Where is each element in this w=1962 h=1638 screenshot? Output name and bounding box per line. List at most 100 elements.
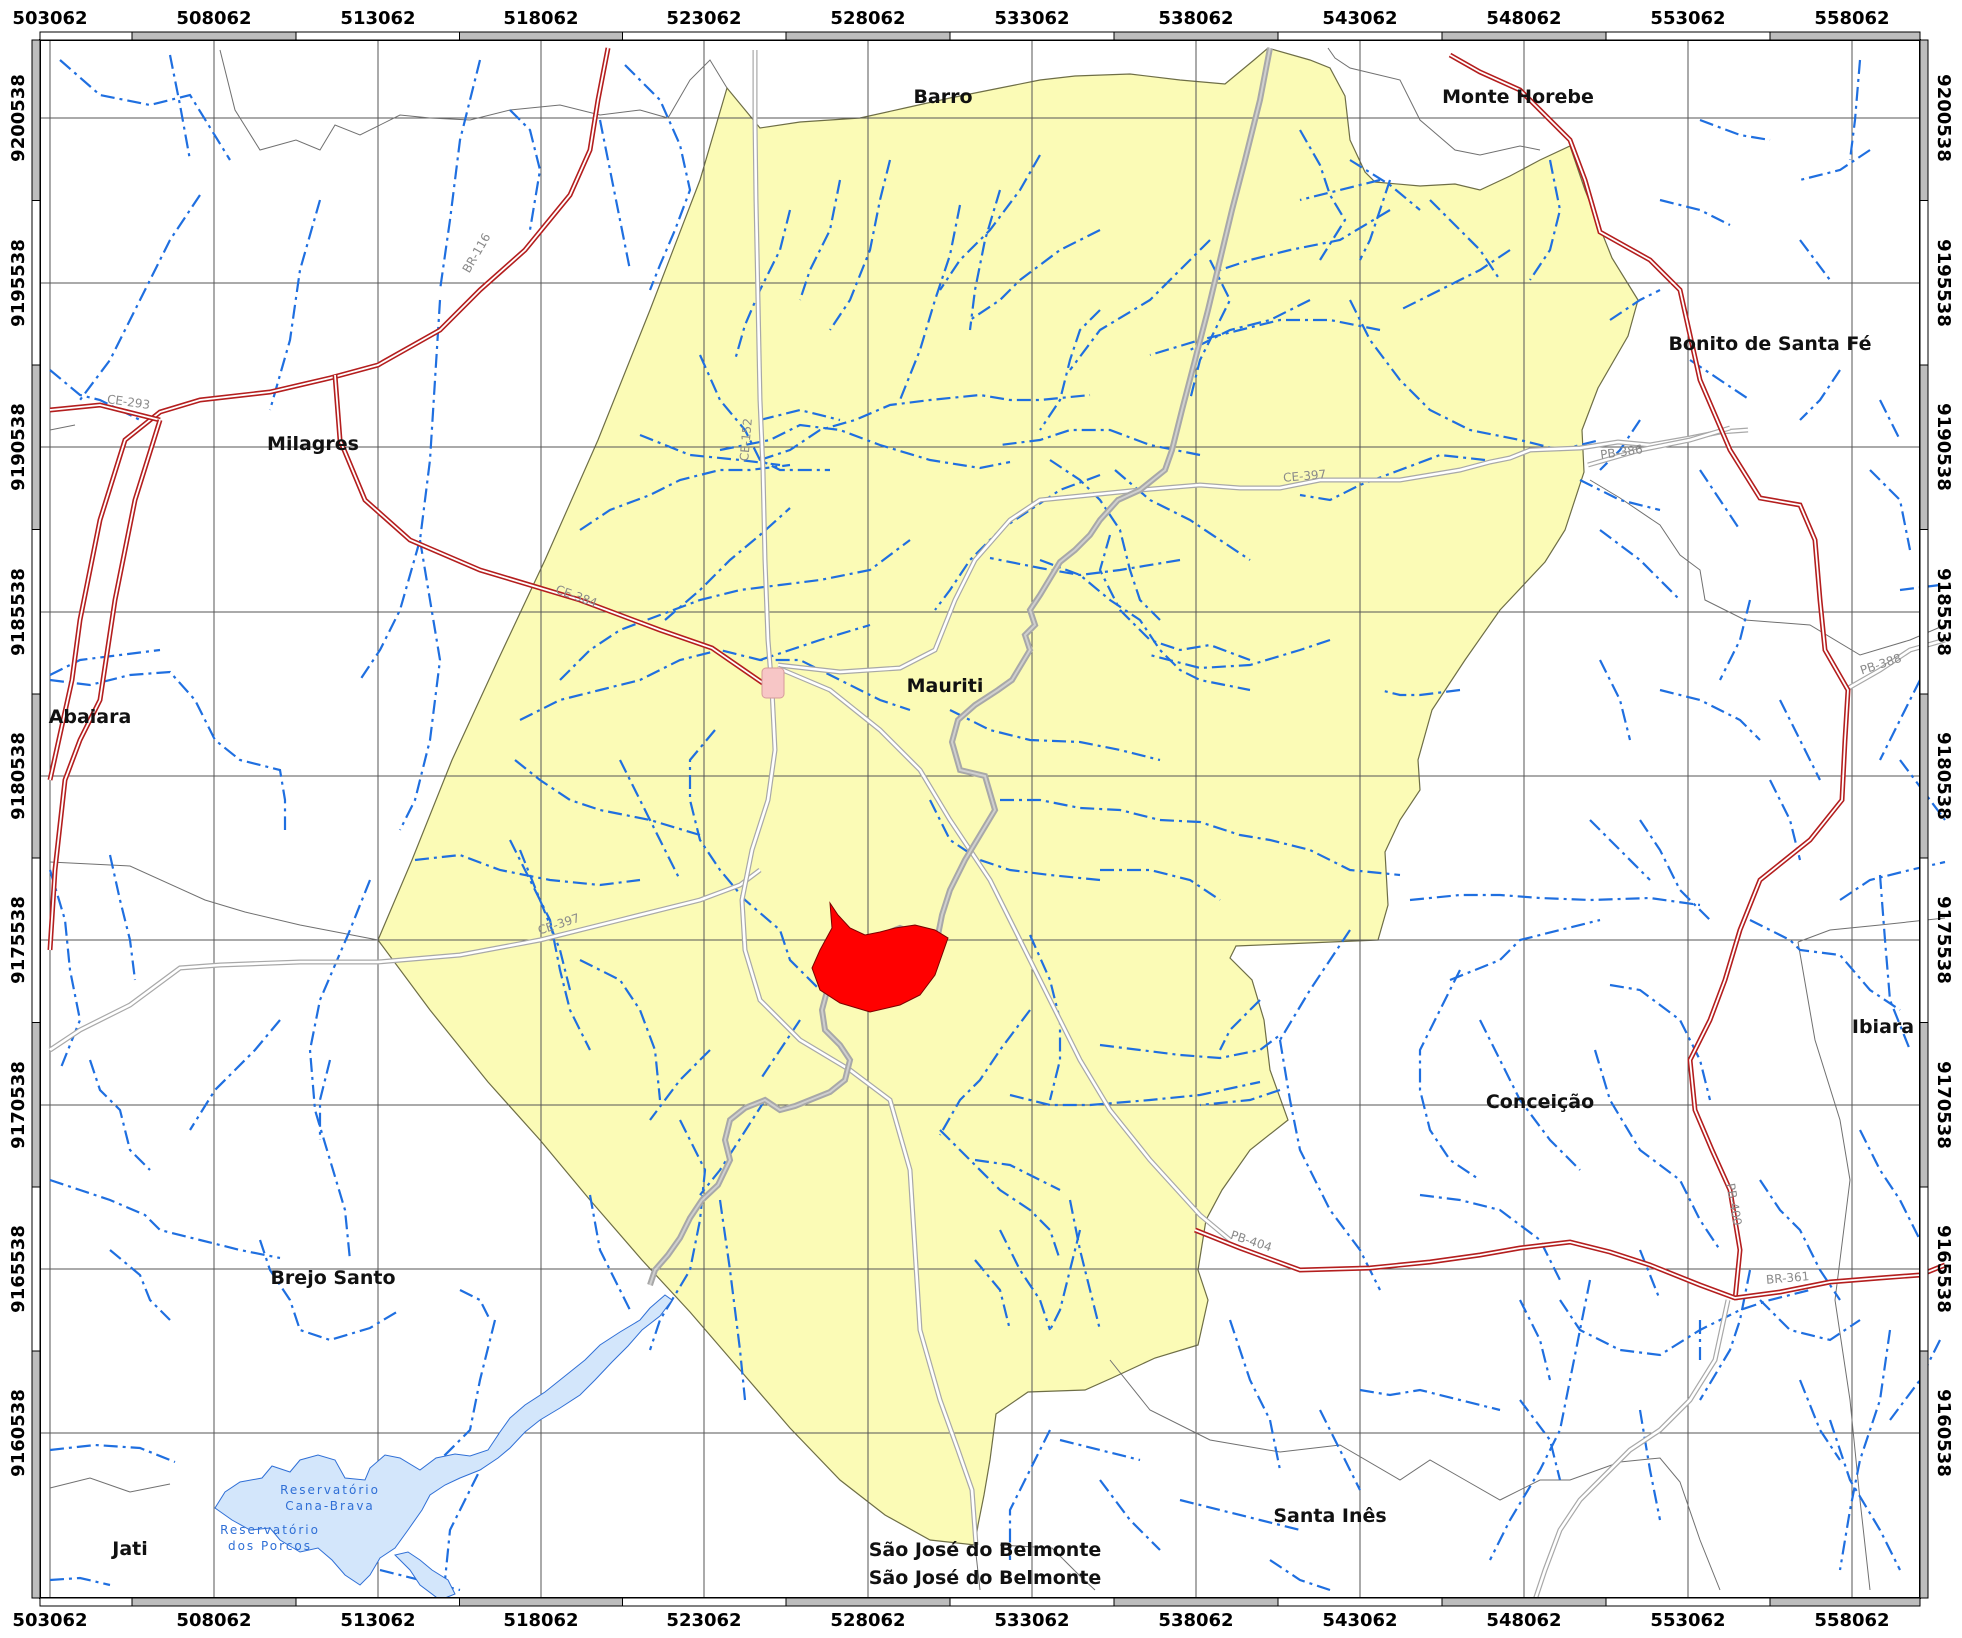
frame-segment-top	[949, 31, 1115, 41]
y-tick-label-left: 9185538	[8, 568, 29, 656]
frame-segment-bottom	[1277, 1597, 1443, 1607]
y-tick-label-right: 9160538	[1933, 1389, 1954, 1477]
frame-segment-right	[1919, 529, 1929, 695]
y-tick-label-left: 9195538	[8, 239, 29, 327]
y-tick-label-left: 9180538	[8, 732, 29, 820]
x-tick-label-bottom: 503062	[12, 1610, 87, 1631]
y-tick-label-left: 9175538	[8, 896, 29, 984]
map-frame	[31, 31, 1929, 1607]
frame-segment-right	[1919, 364, 1929, 530]
y-tick-label-left: 9160538	[8, 1389, 29, 1477]
y-tick-label-left: 9190538	[8, 403, 29, 491]
reservoir-porcos-shape[interactable]	[394, 1551, 456, 1601]
x-tick-label-top: 553062	[1650, 8, 1725, 29]
reservoir-label-cana-brava: Cana-Brava	[285, 1499, 375, 1513]
place-label-jati[interactable]: Jati	[110, 1538, 148, 1560]
frame-segment-bottom	[1605, 1597, 1771, 1607]
y-tick-label-right: 9175538	[1933, 896, 1954, 984]
y-tick-label-left: 9170538	[8, 1061, 29, 1149]
y-tick-label-right: 9165538	[1933, 1225, 1954, 1313]
frame-segment-top	[1605, 31, 1771, 41]
place-label-sao-jose-2[interactable]: São José do Belmonte	[869, 1567, 1102, 1589]
x-tick-label-top: 518062	[503, 8, 578, 29]
x-tick-label-top: 523062	[666, 8, 741, 29]
x-tick-label-bottom: 508062	[176, 1610, 251, 1631]
place-label-barro[interactable]: Barro	[913, 86, 972, 108]
place-label-abaiara[interactable]: Abaiara	[49, 706, 132, 728]
urban-area-mauriti[interactable]	[811, 901, 949, 1013]
x-tick-label-top: 558062	[1814, 8, 1889, 29]
coordinate-labels: 503062 503062 508062 508062 513062 513062 5180…	[8, 8, 1954, 1631]
frame-segment-left	[31, 693, 41, 859]
place-label-conceicao[interactable]: Conceição	[1486, 1091, 1594, 1113]
road-label-pb386: PB-386	[1599, 442, 1643, 462]
y-tick-label-right: 9190538	[1933, 403, 1954, 491]
frame-segment-bottom	[39, 1597, 133, 1607]
reservoir-label-cana-brava: Reservatório	[280, 1483, 380, 1497]
x-tick-label-top: 543062	[1322, 8, 1397, 29]
x-tick-label-bottom: 538062	[1158, 1610, 1233, 1631]
main-highways	[47, 47, 1946, 1301]
frame-segment-top	[1441, 31, 1607, 41]
frame-segment-bottom	[622, 1597, 787, 1607]
frame-segment-right	[1919, 1186, 1929, 1352]
frame-segment-left	[31, 1022, 41, 1188]
x-tick-label-bottom: 528062	[830, 1610, 905, 1631]
x-tick-label-bottom: 533062	[994, 1610, 1069, 1631]
x-tick-label-bottom: 518062	[503, 1610, 578, 1631]
y-tick-label-right: 9180538	[1933, 732, 1954, 820]
frame-segment-left	[31, 364, 41, 530]
x-tick-label-bottom: 548062	[1486, 1610, 1561, 1631]
place-label-santa-ines[interactable]: Santa Inês	[1273, 1505, 1386, 1527]
y-tick-label-left: 9165538	[8, 1225, 29, 1313]
frame-segment-top	[785, 31, 951, 41]
frame-segment-top	[622, 31, 787, 41]
place-label-bonito-de-santa-fe[interactable]: Bonito de Santa Fé	[1668, 333, 1871, 355]
x-tick-label-top: 508062	[176, 8, 251, 29]
frame-segment-left	[31, 39, 41, 201]
x-tick-label-top: 538062	[1158, 8, 1233, 29]
frame-segment-bottom	[459, 1597, 623, 1607]
x-tick-label-bottom: 513062	[340, 1610, 415, 1631]
place-label-brejo-santo[interactable]: Brejo Santo	[270, 1267, 395, 1289]
drainage-network	[48, 54, 1946, 1592]
place-label-ibiara[interactable]: Ibiara	[1852, 1016, 1914, 1038]
frame-segment-top	[131, 31, 297, 41]
x-tick-label-top: 503062	[12, 8, 87, 29]
frame-segment-top	[1113, 31, 1279, 41]
y-tick-label-right: 9200538	[1933, 74, 1954, 162]
frame-segment-bottom	[1441, 1597, 1607, 1607]
frame-segment-bottom	[949, 1597, 1115, 1607]
x-tick-label-bottom: 558062	[1814, 1610, 1889, 1631]
frame-segment-left	[31, 529, 41, 695]
place-label-monte-horebe[interactable]: Monte Horebe	[1442, 86, 1594, 108]
place-label-mauriti[interactable]: Mauriti	[907, 675, 984, 697]
frame-segment-right	[1919, 693, 1929, 859]
place-label-sao-jose-1[interactable]: São José do Belmonte	[869, 1539, 1102, 1561]
frame-segment-left	[31, 1350, 41, 1599]
municipality-mauriti-polygon[interactable]	[377, 47, 1639, 1546]
y-tick-label-right: 9185538	[1933, 568, 1954, 656]
frame-segment-top	[459, 31, 623, 41]
frame-segment-right	[1919, 200, 1929, 366]
x-tick-label-top: 533062	[994, 8, 1069, 29]
frame-segment-left	[31, 1186, 41, 1352]
reservoir-cana-brava-shape[interactable]	[214, 1294, 673, 1586]
frame-segment-right	[1919, 1350, 1929, 1599]
place-label-milagres[interactable]: Milagres	[267, 433, 359, 455]
x-tick-label-top: 513062	[340, 8, 415, 29]
frame-segment-bottom	[295, 1597, 460, 1607]
y-tick-label-right: 9195538	[1933, 239, 1954, 327]
frame-segment-right	[1919, 857, 1929, 1023]
frame-segment-top	[295, 31, 460, 41]
reservoirs	[214, 1294, 673, 1601]
frame-segment-bottom	[785, 1597, 951, 1607]
frame-segment-left	[31, 857, 41, 1023]
frame-segment-bottom	[1113, 1597, 1279, 1607]
reservoir-label-porcos: Reservatório	[220, 1523, 320, 1537]
x-tick-label-top: 528062	[830, 8, 905, 29]
frame-segment-right	[1919, 39, 1929, 201]
